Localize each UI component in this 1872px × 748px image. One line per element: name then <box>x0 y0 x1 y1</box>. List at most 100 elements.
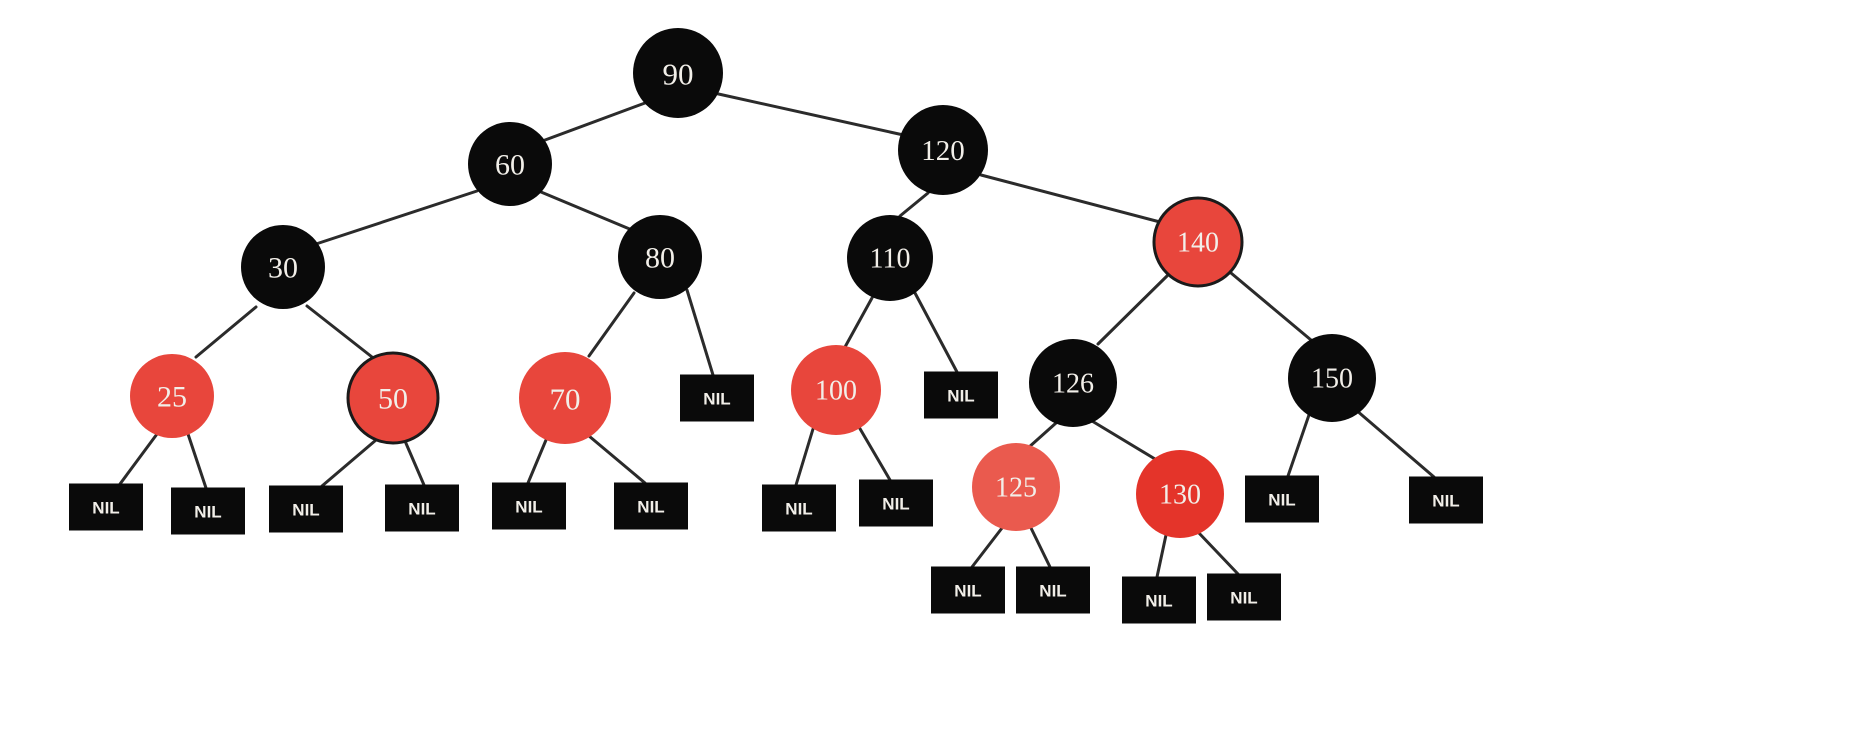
nil-leaf-label: NIL <box>1039 582 1066 601</box>
nil-leaf-box <box>614 482 688 530</box>
tree-node-80[interactable]: 80 <box>618 215 702 299</box>
node-key-label: 90 <box>663 57 694 92</box>
node-key-label: 60 <box>495 149 525 182</box>
nil-leaf-node[interactable]: NIL <box>859 479 933 527</box>
tree-edge <box>314 189 479 246</box>
nil-leaf-label: NIL <box>785 500 812 519</box>
nil-leaf-box <box>1122 576 1196 624</box>
tree-edge <box>1286 410 1312 478</box>
nil-leaf-node[interactable]: NIL <box>924 371 998 419</box>
tree-node-70[interactable]: 70 <box>519 352 611 444</box>
node-key-label: 25 <box>157 381 187 414</box>
nil-leaf-node[interactable]: NIL <box>492 482 566 530</box>
node-circle <box>1288 334 1376 422</box>
tree-node-120[interactable]: 120 <box>898 105 988 195</box>
node-key-label: 100 <box>815 376 857 407</box>
tree-edge <box>1196 530 1240 576</box>
nil-leaf-node[interactable]: NIL <box>171 487 245 535</box>
tree-edge <box>186 432 208 490</box>
tree-node-90[interactable]: 90 <box>633 28 723 118</box>
nil-leaf-box <box>69 483 143 531</box>
nil-leaves-layer: NIL NIL NIL NIL NIL NIL NIL NIL NIL NIL NIL NIL NIL N… <box>69 371 1483 624</box>
tree-edge <box>913 291 959 374</box>
nil-leaf-node[interactable]: NIL <box>1207 573 1281 621</box>
node-circle <box>1136 450 1224 538</box>
tree-edge <box>857 425 892 482</box>
nil-leaf-box <box>1207 573 1281 621</box>
nil-leaf-label: NIL <box>882 495 909 514</box>
tree-edge <box>1354 408 1436 479</box>
node-key-label: 110 <box>870 244 911 275</box>
tree-node-110[interactable]: 110 <box>847 215 933 301</box>
node-key-label: 50 <box>378 383 408 416</box>
node-key-label: 70 <box>550 382 581 417</box>
tree-edge <box>403 439 426 487</box>
nil-leaf-node[interactable]: NIL <box>269 485 343 533</box>
nil-leaf-node[interactable]: NIL <box>1016 566 1090 614</box>
nil-leaf-label: NIL <box>1145 592 1172 611</box>
nil-leaf-box <box>859 479 933 527</box>
node-circle <box>633 28 723 118</box>
nil-leaf-node[interactable]: NIL <box>680 374 754 422</box>
tree-node-125[interactable]: 125 <box>972 443 1060 531</box>
nil-leaf-label: NIL <box>703 390 730 409</box>
nil-leaf-node[interactable]: NIL <box>69 483 143 531</box>
node-key-label: 125 <box>995 473 1037 504</box>
nil-leaf-node[interactable]: NIL <box>614 482 688 530</box>
nil-leaf-box <box>171 487 245 535</box>
nil-leaf-box <box>924 371 998 419</box>
tree-node-25[interactable]: 25 <box>130 354 214 438</box>
node-circle <box>130 354 214 438</box>
tree-node-126[interactable]: 126 <box>1029 339 1117 427</box>
nil-leaf-box <box>1245 475 1319 523</box>
nil-leaf-node[interactable]: NIL <box>1245 475 1319 523</box>
nil-leaf-label: NIL <box>1230 589 1257 608</box>
nil-leaf-node[interactable]: NIL <box>1409 476 1483 524</box>
tree-edge <box>843 296 874 349</box>
node-circle <box>1029 339 1117 427</box>
node-key-label: 150 <box>1311 364 1353 395</box>
tree-node-140[interactable]: 140 <box>1152 196 1244 288</box>
tree-edge <box>712 91 910 138</box>
tree-edge <box>587 291 636 358</box>
tree-edge <box>526 438 548 485</box>
tree-edge <box>118 432 159 486</box>
nil-leaf-box <box>762 484 836 532</box>
nil-leaf-node[interactable]: NIL <box>1122 576 1196 624</box>
nil-leaf-box <box>269 485 343 533</box>
tree-node-100[interactable]: 100 <box>791 345 881 435</box>
tree-edge <box>535 101 647 145</box>
tree-node-30[interactable]: 30 <box>241 225 325 309</box>
tree-edge <box>587 434 647 485</box>
nil-leaf-label: NIL <box>1432 492 1459 511</box>
tree-edge <box>1029 526 1052 569</box>
nil-leaf-label: NIL <box>194 503 221 522</box>
nil-leaf-label: NIL <box>292 501 319 520</box>
nil-leaf-box <box>1409 476 1483 524</box>
nil-leaf-node[interactable]: NIL <box>385 484 459 532</box>
tree-nodes-layer: 90 60 120 30 80 110 140 25 50 70 100 126 150 125 130 <box>130 28 1376 538</box>
nil-leaf-node[interactable]: NIL <box>931 566 1005 614</box>
tree-edge <box>898 191 930 218</box>
tree-edge <box>1096 274 1169 346</box>
tree-node-60[interactable]: 60 <box>468 122 552 206</box>
nil-leaf-box <box>492 482 566 530</box>
node-circle <box>847 215 933 301</box>
tree-edge <box>1229 271 1313 342</box>
node-key-label: 80 <box>645 242 675 275</box>
tree-edge <box>685 288 715 377</box>
node-circle <box>346 351 440 445</box>
tree-node-50[interactable]: 50 <box>346 351 440 445</box>
nil-leaf-label: NIL <box>1268 491 1295 510</box>
node-key-label: 140 <box>1177 228 1219 259</box>
tree-edge <box>1090 419 1157 461</box>
nil-leaf-label: NIL <box>515 498 542 517</box>
nil-leaf-box <box>680 374 754 422</box>
tree-edges-layer <box>118 91 1436 579</box>
tree-node-150[interactable]: 150 <box>1288 334 1376 422</box>
nil-leaf-node[interactable]: NIL <box>762 484 836 532</box>
node-key-label: 30 <box>268 252 298 285</box>
tree-edge <box>794 427 815 487</box>
node-circle <box>791 345 881 435</box>
tree-node-130[interactable]: 130 <box>1136 450 1224 538</box>
